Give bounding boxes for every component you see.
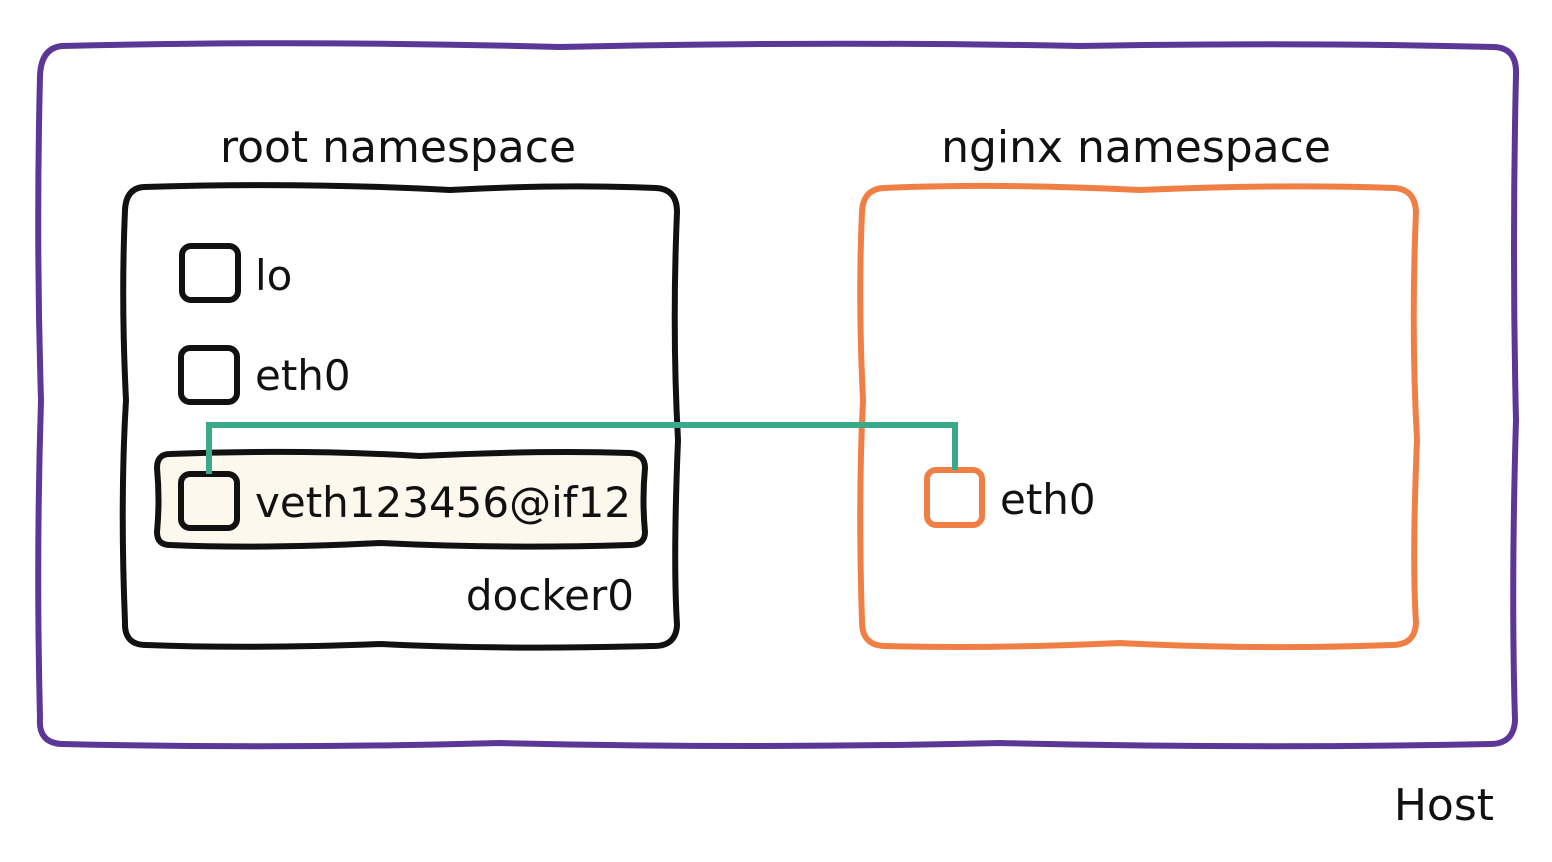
veth-highlight-box	[154, 448, 648, 550]
host-frame	[35, 40, 1520, 750]
veth-label: veth123456@if12	[255, 478, 631, 527]
docker0-label: docker0	[466, 571, 634, 620]
nginx-eth0-label: eth0	[1000, 475, 1096, 524]
root-namespace-box	[119, 182, 681, 651]
root-namespace-title: root namespace	[220, 122, 576, 173]
nginx-namespace-title: nginx namespace	[941, 122, 1331, 173]
veth-port	[178, 471, 240, 531]
nginx-namespace-box	[857, 182, 1420, 651]
lo-interface-port	[179, 243, 241, 303]
root-eth0-port	[178, 345, 240, 405]
host-label: Host	[1394, 780, 1494, 831]
lo-interface-label: lo	[255, 251, 292, 300]
nginx-eth0-port	[924, 467, 985, 528]
root-eth0-label: eth0	[255, 351, 351, 400]
veth-pair-link	[206, 422, 958, 474]
